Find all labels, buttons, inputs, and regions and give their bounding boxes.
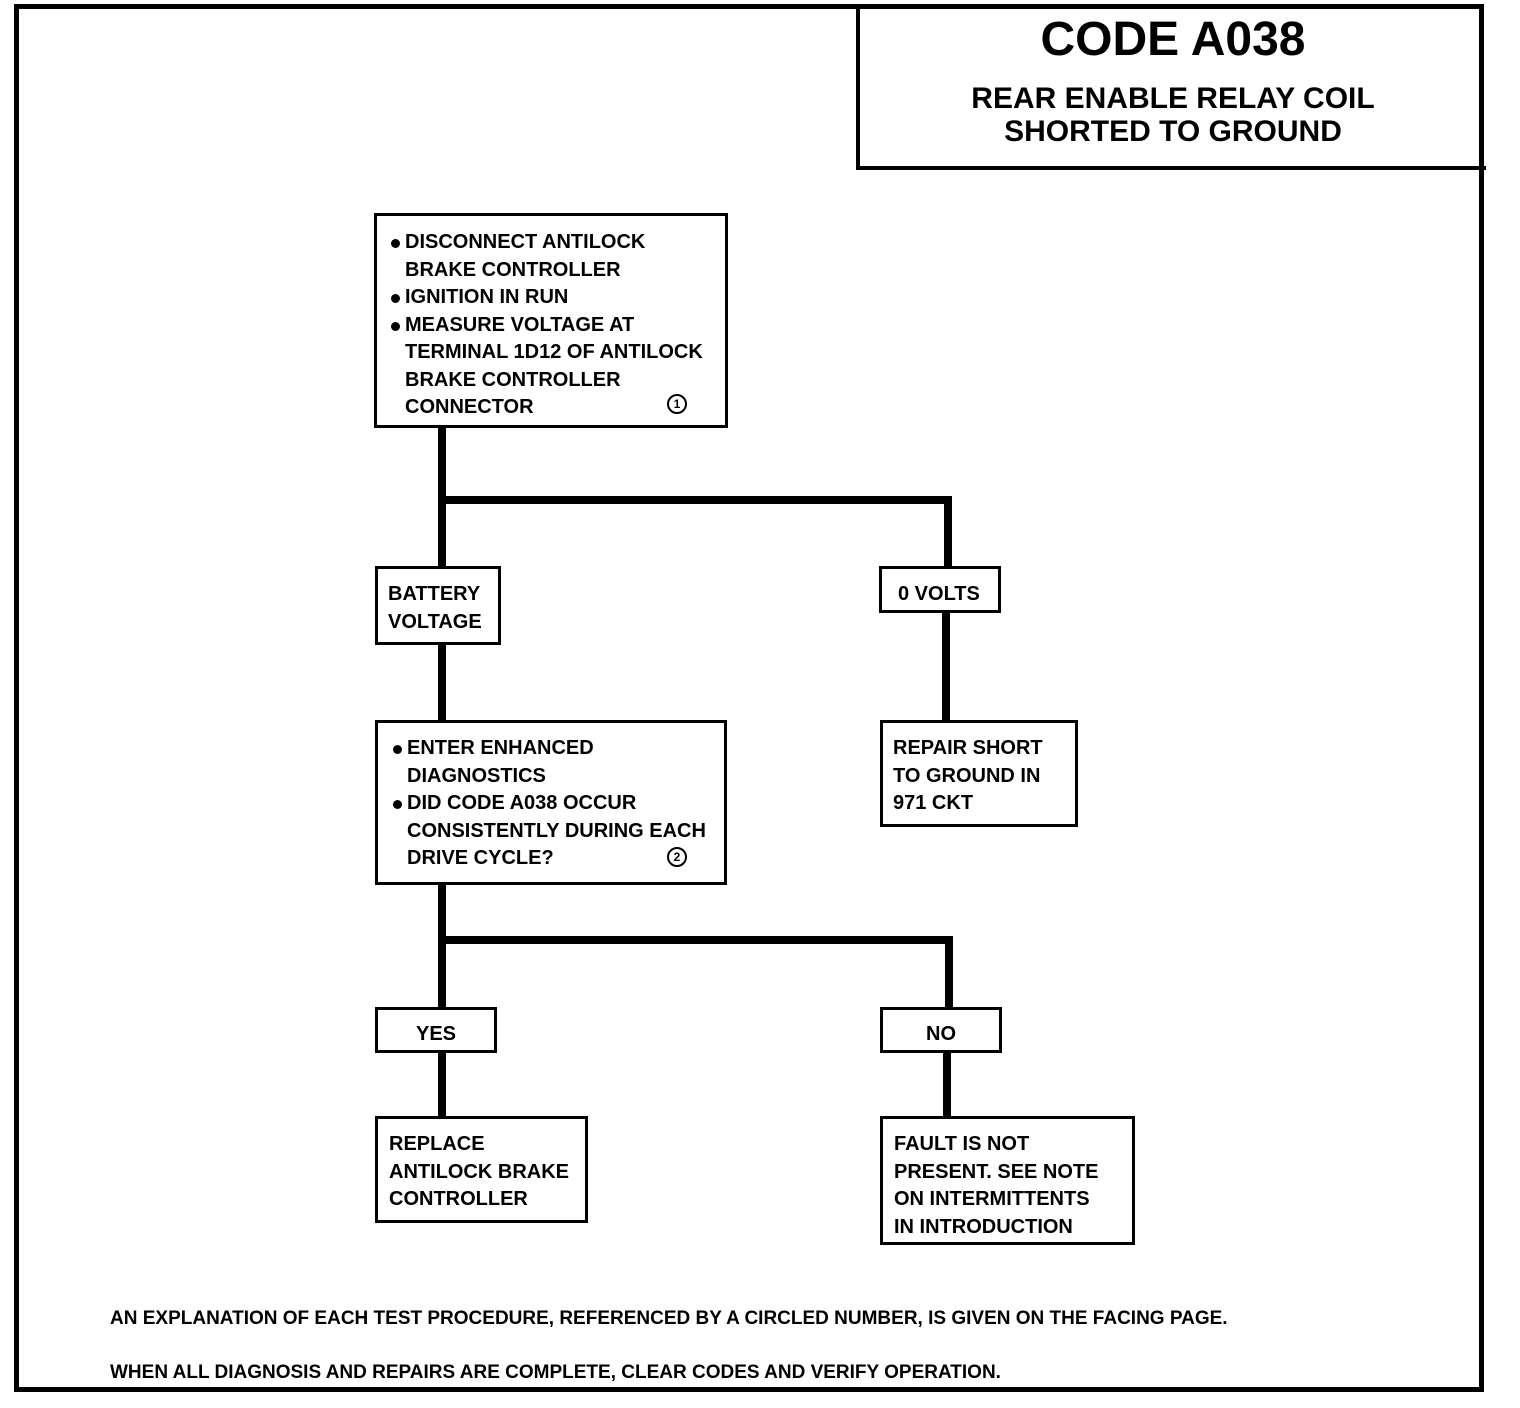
step2-box: ENTER ENHANCED DIAGNOSTICS DID CODE A038… bbox=[375, 720, 727, 885]
circled-reference-1: 1 bbox=[667, 394, 687, 414]
result-battery-voltage-box: BATTERY VOLTAGE bbox=[375, 566, 501, 645]
circled-reference-2: 2 bbox=[667, 847, 687, 867]
step1-bullet-measure: MEASURE VOLTAGE AT TERMINAL 1D12 OF ANTI… bbox=[381, 312, 715, 422]
page-frame bbox=[14, 4, 1484, 1392]
repair-short-box: REPAIR SHORT TO GROUND IN 971 CKT bbox=[880, 720, 1078, 827]
fault-not-present-box: FAULT IS NOT PRESENT. SEE NOTE ON INTERM… bbox=[880, 1116, 1135, 1245]
explanation-note: AN EXPLANATION OF EACH TEST PROCEDURE, R… bbox=[110, 1308, 1228, 1329]
step1-box: DISCONNECT ANTILOCK BRAKE CONTROLLER IGN… bbox=[374, 213, 728, 428]
step1-bullet-ignition: IGNITION IN RUN bbox=[381, 284, 715, 312]
step1-bullet-disconnect: DISCONNECT ANTILOCK BRAKE CONTROLLER bbox=[381, 229, 715, 284]
step2-bullet-enter-diagnostics: ENTER ENHANCED DIAGNOSTICS bbox=[383, 735, 714, 790]
clear-codes-note: WHEN ALL DIAGNOSIS AND REPAIRS ARE COMPL… bbox=[110, 1362, 1001, 1383]
answer-yes-box: YES bbox=[375, 1007, 497, 1053]
title-box: CODE A038 REAR ENABLE RELAY COIL SHORTED… bbox=[856, 4, 1486, 170]
diagnostic-code-title: CODE A038 bbox=[1040, 13, 1306, 66]
replace-controller-box: REPLACE ANTILOCK BRAKE CONTROLLER bbox=[375, 1116, 588, 1223]
step2-bullet-question: DID CODE A038 OCCUR CONSISTENTLY DURING … bbox=[383, 790, 714, 873]
answer-no-box: NO bbox=[880, 1007, 1002, 1053]
diagnostic-code-subtitle: REAR ENABLE RELAY COIL SHORTED TO GROUND bbox=[971, 82, 1375, 148]
result-zero-volts-box: 0 VOLTS bbox=[879, 566, 1001, 613]
